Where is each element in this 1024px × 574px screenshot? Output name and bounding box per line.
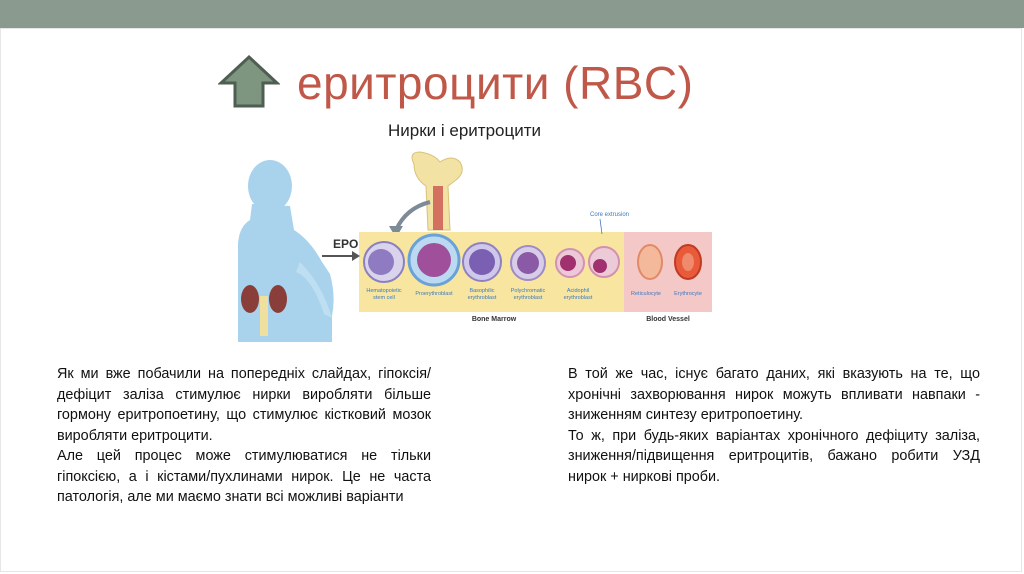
slide-title: еритроцити (RBC): [297, 57, 694, 109]
human-silhouette: [237, 160, 334, 342]
basophilic-erythroblast-cell: [462, 242, 502, 282]
erythropoiesis-figure: EPO Core extrusion: [237, 146, 712, 342]
cell-label: Proerythroblast: [415, 291, 453, 297]
hematopoietic-stem-cell: [363, 241, 405, 283]
cell-label: Reticulocyte: [631, 291, 661, 297]
left-text-column: Як ми вже побачили на попередніх слайдах…: [57, 364, 431, 508]
reticulocyte-cell: [637, 244, 663, 280]
left-paragraph-2: Але цей процес може стимулюватися не тіл…: [57, 448, 431, 505]
cell-label: erythroblast: [468, 295, 497, 301]
kidney-icon: [241, 285, 287, 336]
acidophil-erythroblast-cell: [555, 248, 585, 278]
slide-frame: [0, 28, 1022, 572]
cell-label: Hematopoietic: [366, 288, 401, 294]
cell-label: erythroblast: [564, 295, 593, 301]
right-text-column: В той же час, існує багато даних, які вк…: [568, 364, 980, 487]
up-arrow-icon[interactable]: [217, 54, 281, 110]
core-extrusion-label: Core extrusion: [590, 212, 629, 218]
cell-label: Basophilic: [469, 288, 494, 294]
cell-label: Acidophil: [567, 288, 589, 294]
blood-vessel-label: Blood Vessel: [646, 316, 690, 323]
cell-label: stem cell: [373, 295, 395, 301]
right-paragraph-1: В той же час, існує багато даних, які вк…: [568, 366, 980, 423]
cell-label: erythroblast: [514, 295, 543, 301]
bone-illustration: [411, 151, 463, 231]
epo-label: EPO: [333, 237, 358, 251]
right-paragraph-2: То ж, при будь-яких варіантах хронічного…: [568, 427, 980, 485]
top-bar: [0, 0, 1024, 28]
polychromatic-erythroblast-cell: [510, 245, 546, 281]
proerythroblast-cell: [407, 233, 461, 287]
erythrocyte-cell: [674, 244, 702, 280]
core-extrusion-cell: [588, 246, 620, 278]
bone-marrow-label: Bone Marrow: [472, 316, 517, 323]
left-paragraph-1: Як ми вже побачили на попередніх слайдах…: [57, 366, 431, 444]
cell-label: Erythrocyte: [674, 291, 702, 297]
cell-label: Polychromatic: [511, 288, 546, 294]
figure-caption: Нирки і еритроцити: [388, 121, 541, 140]
